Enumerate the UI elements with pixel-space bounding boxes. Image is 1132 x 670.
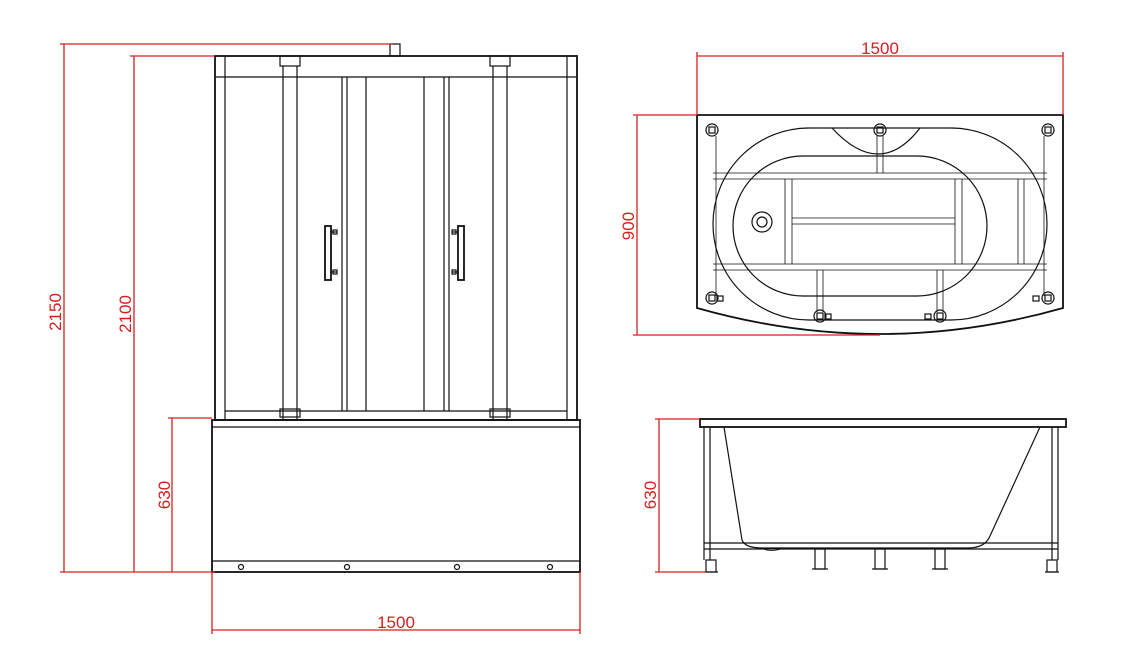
- base-tray: [211, 419, 581, 573]
- dim-top-depth: 900: [619, 114, 880, 336]
- right-door-handle: [451, 225, 465, 281]
- basin-profile: [723, 426, 1041, 549]
- foot-icon: [705, 291, 724, 305]
- dim-top-width: 1500: [696, 39, 1064, 115]
- dim-label: 2150: [46, 293, 65, 331]
- dim-front-base-height: 630: [155, 417, 212, 572]
- foot-bolt: [453, 563, 461, 571]
- sliding-doors: [341, 77, 450, 411]
- front-view: 2150 2100 630 1500: [46, 43, 581, 634]
- foot-icon: [705, 123, 719, 137]
- drain-icon: [751, 211, 773, 233]
- left-post: [279, 55, 301, 420]
- cabin-frame: [214, 43, 578, 421]
- tub-basin: [732, 155, 988, 297]
- dim-front-total-height: 2150: [46, 43, 392, 573]
- foot-icon: [813, 309, 832, 323]
- adjustable-feet: [705, 123, 1055, 323]
- foot-icon: [873, 123, 887, 137]
- foot-icon: [924, 309, 947, 323]
- dim-label: 630: [641, 481, 660, 509]
- side-frame: [703, 427, 1059, 560]
- right-post: [489, 55, 511, 420]
- dim-label: 2100: [116, 295, 135, 333]
- side-view: 630: [641, 418, 1067, 573]
- foot-icon: [1032, 291, 1055, 305]
- dim-front-cabin-height: 2100: [116, 55, 215, 572]
- dim-front-width: 1500: [211, 572, 581, 634]
- top-view: 1500 900: [619, 39, 1064, 336]
- dim-side-height: 630: [641, 418, 706, 573]
- foot-icon: [1041, 123, 1055, 137]
- left-door-handle: [324, 225, 338, 281]
- side-feet: [704, 548, 1059, 573]
- dim-label: 900: [619, 212, 638, 240]
- foot-bolt: [237, 563, 245, 571]
- dim-label: 1500: [377, 613, 415, 632]
- support-frame: [713, 136, 1047, 312]
- dim-label: 630: [155, 481, 174, 509]
- tub-outline: [696, 114, 1064, 335]
- foot-bolt: [546, 563, 554, 571]
- dim-label: 1500: [861, 39, 899, 58]
- headrest-notch: [831, 127, 921, 155]
- foot-bolt: [343, 563, 351, 571]
- tub-rim: [699, 418, 1067, 428]
- tub-outer-oval: [712, 127, 1048, 321]
